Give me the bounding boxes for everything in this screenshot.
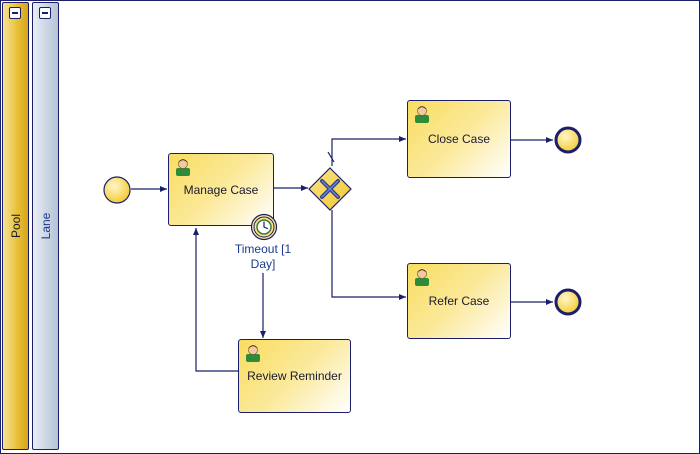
- task-label: Refer Case: [428, 294, 490, 308]
- clock-icon: [256, 219, 272, 235]
- flow-gateway-to-close[interactable]: [331, 136, 406, 166]
- timer-boundary-event[interactable]: [250, 213, 278, 241]
- task-review-reminder[interactable]: Review Reminder: [238, 339, 351, 413]
- start-event[interactable]: [103, 176, 131, 204]
- task-refer-case[interactable]: Refer Case: [407, 263, 511, 339]
- lane[interactable]: Lane: [32, 2, 59, 450]
- exclusive-gateway-x-icon: [320, 179, 340, 199]
- pool-collapse-icon[interactable]: [9, 7, 21, 19]
- flow-gateway-to-refer[interactable]: [331, 210, 406, 300]
- end-event-refer[interactable]: [554, 288, 582, 316]
- user-icon: [415, 269, 429, 286]
- flow-review-to-manage[interactable]: [193, 228, 238, 372]
- timer-event-label: Timeout [1 Day]: [234, 242, 292, 271]
- task-label: Close Case: [427, 132, 491, 146]
- default-flow-marker: [327, 151, 335, 163]
- task-label: Review Reminder: [247, 369, 342, 383]
- user-icon: [176, 159, 190, 176]
- task-close-case[interactable]: Close Case: [407, 100, 511, 178]
- task-label: Manage Case: [183, 182, 259, 197]
- end-event-close[interactable]: [554, 126, 582, 154]
- user-icon: [246, 345, 260, 362]
- lane-collapse-icon[interactable]: [39, 7, 51, 19]
- task-manage-case[interactable]: Manage Case: [168, 153, 274, 226]
- pool[interactable]: Pool: [2, 2, 29, 450]
- user-icon: [415, 106, 429, 123]
- exclusive-gateway[interactable]: [308, 167, 352, 211]
